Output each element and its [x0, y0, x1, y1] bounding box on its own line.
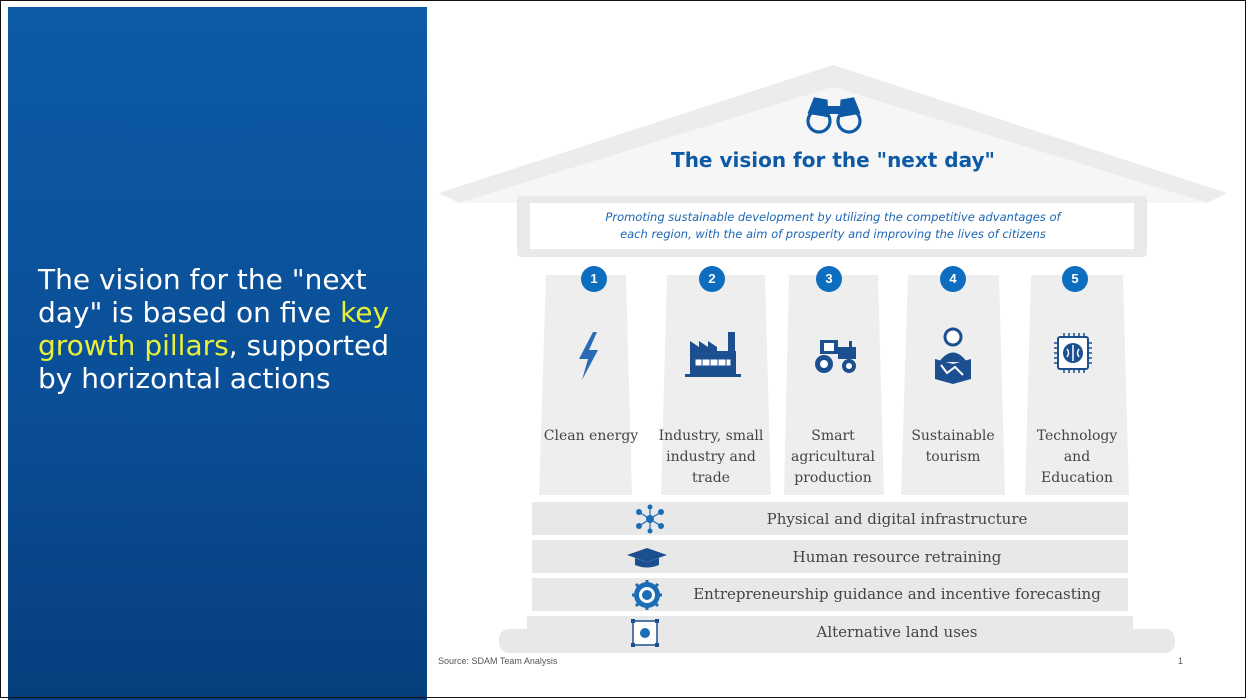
pillar-label-3-line-1: Smart — [811, 428, 855, 444]
action-label-1: Physical and digital infrastructure — [766, 510, 1028, 528]
pillar-label-1: Clean energy — [535, 426, 647, 447]
vision-subtitle: Promoting sustainable development by uti… — [527, 209, 1139, 243]
pillar-label-5-line-1: Technology — [1036, 428, 1118, 444]
vision-diagram: The vision for the "next day" Promoting … — [427, 7, 1239, 693]
headline-text-2: , supported by horizontal actions — [38, 329, 390, 395]
pillar-label-4-line-1: Sustainable — [911, 428, 995, 444]
pillar-label-2-line-3: trade — [692, 470, 730, 486]
pillar-column-1 — [539, 275, 632, 495]
pillar-number-3: 3 — [816, 266, 842, 292]
temple-structure — [439, 65, 1227, 653]
tourist-with-map-icon — [935, 327, 971, 384]
binoculars-icon — [806, 97, 862, 134]
tractor-icon — [815, 340, 856, 373]
source-note: Source: SDAM Team Analysis — [438, 656, 558, 666]
action-label-2: Human resource retraining — [792, 548, 1002, 566]
pillar-column-4 — [901, 275, 1005, 495]
pillar-number-4: 4 — [940, 266, 966, 292]
pillar-column-2 — [661, 275, 771, 495]
land-plot-icon — [631, 619, 659, 647]
pillar-label-3: Smart agricultural production — [777, 426, 889, 489]
pillar-column-5 — [1025, 275, 1129, 495]
gear-icon — [632, 580, 662, 610]
pillar-column-3 — [784, 275, 884, 495]
vision-subtitle-line-2: each region, with the aim of prosperity … — [620, 227, 1046, 241]
pillar-label-1-line-1: Clean energy — [543, 428, 639, 444]
pillar-number-1: 1 — [581, 266, 607, 292]
lightning-bolt-icon — [579, 332, 598, 380]
pillar-label-5-line-2: and — [1063, 449, 1091, 465]
pillar-number-2: 2 — [699, 266, 725, 292]
pillar-label-2: Industry, small industry and trade — [655, 426, 767, 489]
headline: The vision for the "next day" is based o… — [38, 263, 418, 395]
pillar-label-3-line-2: agricultural — [791, 449, 875, 465]
action-label-3: Entrepreneurship guidance and incentive … — [693, 585, 1101, 603]
headline-text-1: The vision for the "next day" is based o… — [38, 263, 367, 329]
brain-chip-icon — [1054, 333, 1092, 373]
pillar-label-4-line-2: tourism — [925, 449, 981, 465]
pillar-label-4: Sustainable tourism — [897, 426, 1009, 468]
pillar-label-5-line-3: Education — [1041, 470, 1113, 486]
network-nodes-icon — [636, 504, 664, 534]
action-band-1 — [532, 502, 1128, 535]
page-number: 1 — [1178, 656, 1184, 666]
pillar-number-5: 5 — [1062, 266, 1088, 292]
pillar-label-2-line-1: Industry, small — [658, 428, 764, 444]
vision-subtitle-line-1: Promoting sustainable development by uti… — [605, 210, 1061, 224]
action-band-3 — [532, 578, 1128, 611]
pillar-label-2-line-2: industry and — [666, 449, 756, 465]
factory-icon — [685, 332, 741, 377]
graduation-cap-icon — [627, 548, 667, 568]
headline-highlight: key growth pillars — [38, 296, 390, 362]
action-label-4: Alternative land uses — [816, 623, 978, 641]
pillar-label-3-line-3: production — [794, 470, 872, 486]
pillar-label-5: Technology and Education — [1021, 426, 1133, 489]
vision-title: The vision for the "next day" — [671, 148, 995, 172]
left-panel: The vision for the "next day" is based o… — [8, 7, 427, 700]
